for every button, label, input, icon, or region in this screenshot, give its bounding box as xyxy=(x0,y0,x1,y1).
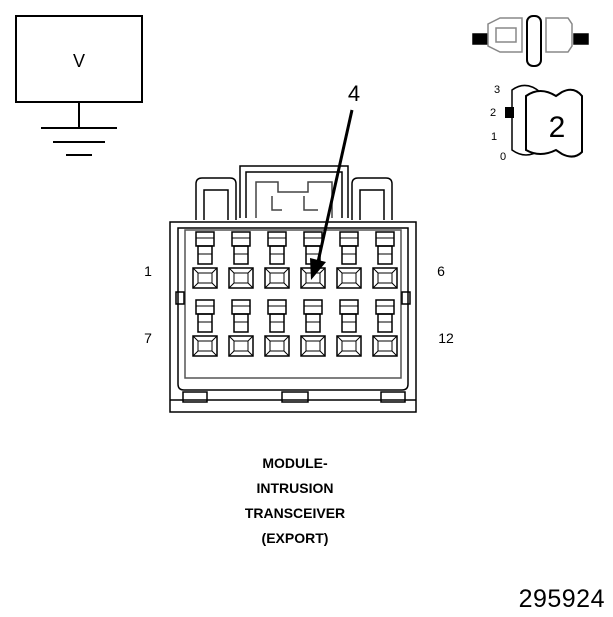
ignition-key-label: 2 xyxy=(549,111,566,144)
voltmeter-icon xyxy=(15,15,143,156)
ignition-position-0: 0 xyxy=(500,151,506,163)
figure-number: 295924 xyxy=(518,585,605,613)
connector-cavity xyxy=(372,299,398,357)
caption-line: TRANSCEIVER xyxy=(244,505,346,521)
connector-caption: MODULE- INTRUSION TRANSCEIVER (EXPORT) xyxy=(195,451,395,551)
connector-cavity xyxy=(336,231,362,289)
caption-line: (EXPORT) xyxy=(261,530,329,546)
callout-label: 4 xyxy=(348,81,360,106)
connector-cavity xyxy=(264,299,290,357)
ignition-key-icon xyxy=(505,84,583,158)
pin-label-1: 1 xyxy=(144,263,152,279)
connector-cavity xyxy=(336,299,362,357)
connector-body xyxy=(169,165,417,413)
ignition-position-2: 2 xyxy=(490,107,496,119)
connector-cavity xyxy=(192,299,218,357)
voltmeter-symbol: V xyxy=(73,51,85,71)
pin-label-7: 7 xyxy=(144,330,152,346)
connector-cavities xyxy=(192,231,398,357)
callout-arrow xyxy=(310,109,354,280)
caption-line: INTRUSION xyxy=(256,480,334,496)
pin-label-12: 12 xyxy=(438,330,454,346)
pin-label-6: 6 xyxy=(437,263,445,279)
connector-cavity xyxy=(372,231,398,289)
ignition-position-3: 3 xyxy=(494,84,500,96)
connector-cavity xyxy=(264,231,290,289)
connector-cavity xyxy=(228,231,254,289)
connector-cavity xyxy=(228,299,254,357)
switch-icon xyxy=(472,15,589,67)
connector-cavity xyxy=(192,231,218,289)
connector-cavity xyxy=(300,299,326,357)
ignition-position-1: 1 xyxy=(491,131,497,143)
caption-line: MODULE- xyxy=(262,455,328,471)
